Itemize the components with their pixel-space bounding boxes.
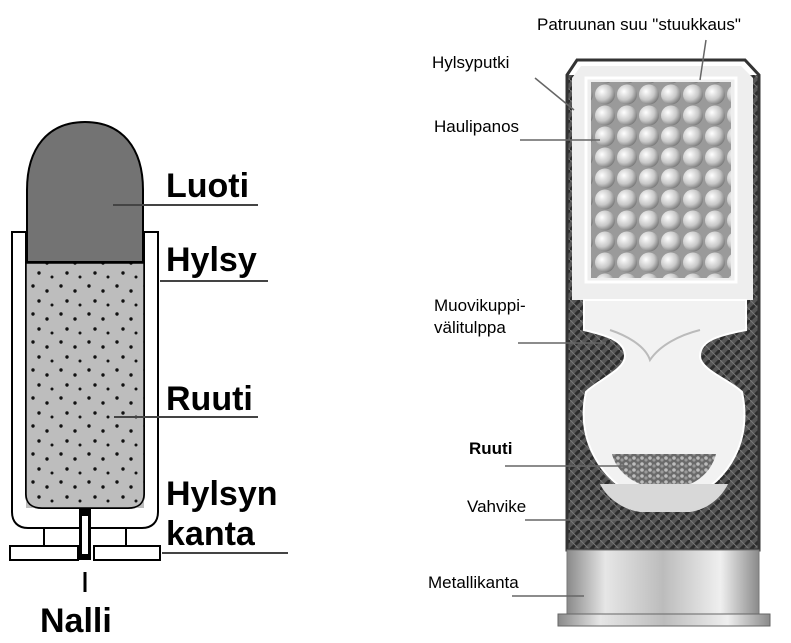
label-case-base-line1: Hylsyn	[166, 475, 278, 513]
label-powder-right: Ruuti	[469, 439, 512, 458]
case-rim-left	[10, 546, 78, 560]
powder-fill	[26, 263, 144, 508]
label-reinforcement: Vahvike	[467, 497, 526, 516]
label-primer: Nalli	[40, 602, 112, 640]
rifle-cartridge: Luoti Hylsy Ruuti Hylsyn kanta Nalli	[10, 122, 288, 640]
shot-charge	[591, 82, 731, 278]
bullet-shape	[27, 122, 143, 262]
case-rim-right	[94, 546, 160, 560]
label-wad-line2: välitulppa	[434, 318, 506, 337]
label-bullet: Luoti	[166, 167, 249, 205]
label-case: Hylsy	[166, 241, 257, 279]
label-shot: Haulipanos	[434, 117, 519, 136]
shotgun-shell: Patruunan suu "stuukkaus" Hylsyputki Hau…	[428, 15, 770, 626]
metal-head	[567, 550, 759, 622]
label-case-base-line2: kanta	[166, 515, 256, 553]
label-wad-line1: Muovikuppi-	[434, 296, 526, 315]
label-crimp: Patruunan suu "stuukkaus"	[537, 15, 741, 34]
label-metal-head: Metallikanta	[428, 573, 519, 592]
label-powder: Ruuti	[166, 380, 253, 418]
label-hull: Hylsyputki	[432, 53, 509, 72]
metal-rim	[558, 614, 770, 626]
